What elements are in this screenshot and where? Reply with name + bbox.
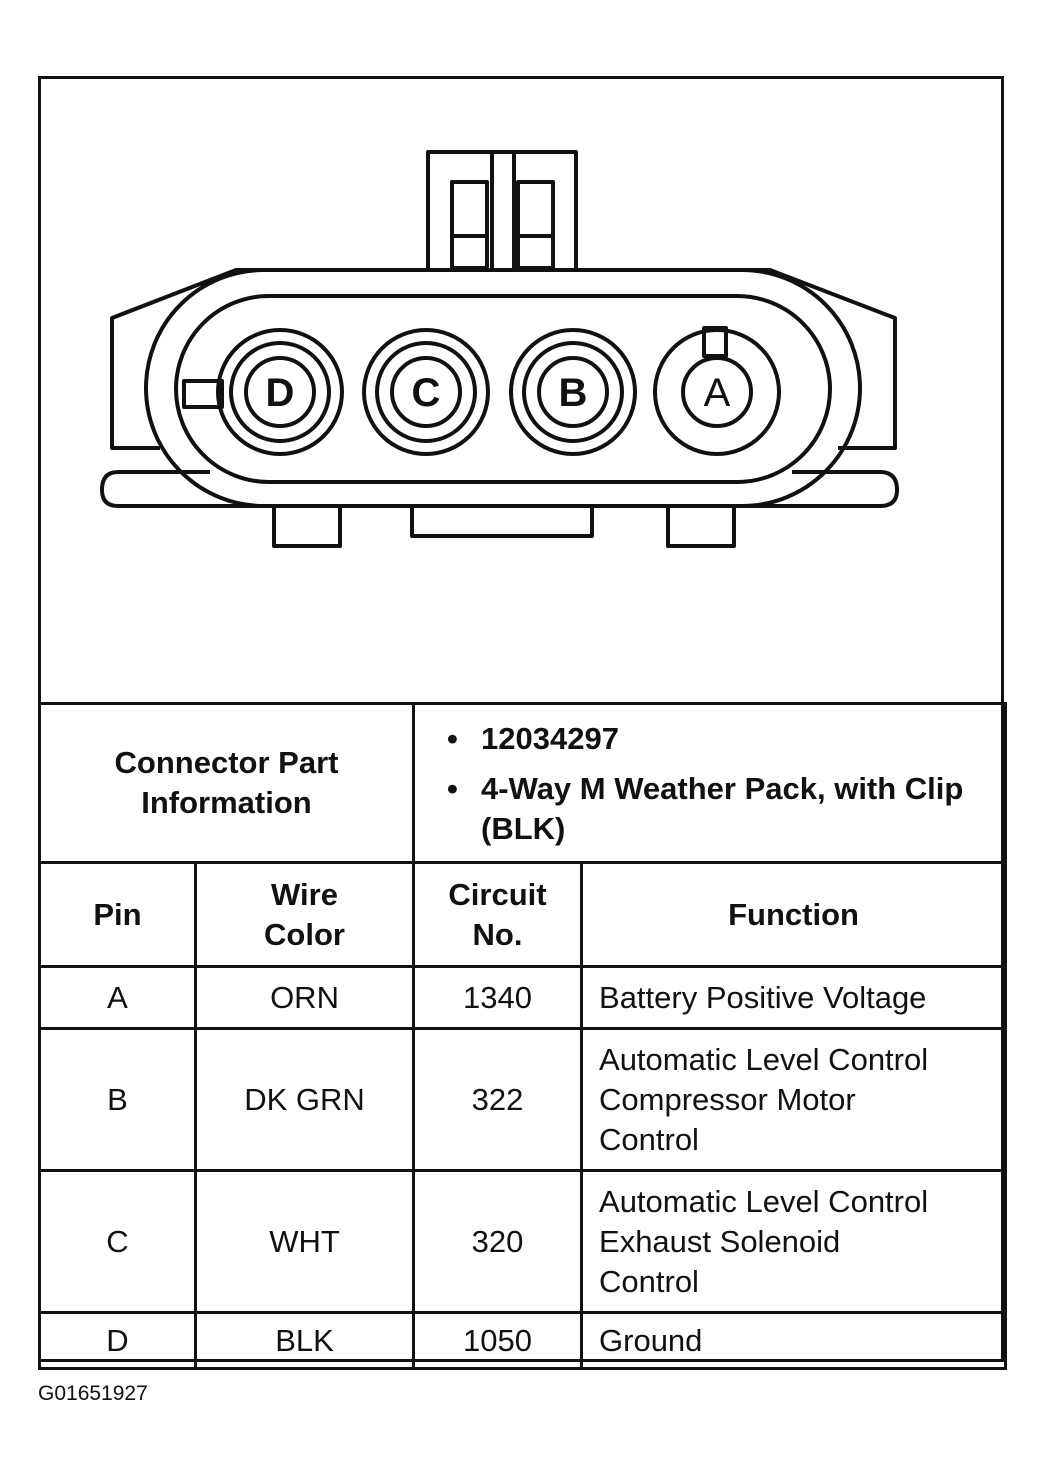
row-b-function-line2: Compressor Motor (599, 1081, 856, 1117)
row-d-pin: D (38, 1311, 197, 1370)
pin-housing-outer (144, 268, 862, 508)
pin-label-b: B (559, 371, 588, 415)
row-d-function: Ground (580, 1311, 1008, 1370)
key-notch-top (702, 326, 728, 358)
header-function: Function (580, 861, 1008, 968)
connector-latch (426, 150, 578, 272)
row-c-pin: C (38, 1169, 197, 1314)
connector-info-table: Connector Part Information 12034297 4-Wa… (37, 702, 1008, 1370)
row-c-function-line3: Control (599, 1263, 699, 1299)
row-b-circuit: 322 (412, 1027, 584, 1172)
part-info-value: 12034297 4-Way M Weather Pack, with Clip… (412, 702, 1008, 864)
row-b-color: DK GRN (193, 1027, 416, 1172)
pin-cavity-d: D (216, 328, 344, 456)
row-c-circuit: 320 (412, 1169, 584, 1314)
part-description: 4-Way M Weather Pack, with Clip (BLK) (447, 769, 994, 849)
pin-housing-inner (174, 294, 832, 484)
row-a-function-line1: Battery Positive Voltage (599, 979, 927, 1015)
row-d-circuit: 1050 (412, 1311, 584, 1370)
table-row: D BLK 1050 Ground (38, 1311, 1008, 1370)
table-row: B DK GRN 322 Automatic Level Control Com… (38, 1027, 1008, 1172)
header-circuit-line2: No. (472, 916, 523, 952)
row-c-function-line2: Exhaust Solenoid (599, 1223, 841, 1259)
part-number: 12034297 (447, 719, 994, 759)
row-b-function: Automatic Level Control Compressor Motor… (580, 1027, 1008, 1172)
header-circuit: Circuit No. (412, 861, 584, 968)
pin-cavity-c: C (362, 328, 490, 456)
row-b-function-line3: Control (599, 1121, 699, 1157)
header-pin: Pin (38, 861, 197, 968)
row-c-function: Automatic Level Control Exhaust Solenoid… (580, 1169, 1008, 1314)
row-a-color: ORN (193, 965, 416, 1030)
part-info-label-line2: Information (141, 785, 312, 820)
row-c-color: WHT (193, 1169, 416, 1314)
pin-label-d: D (266, 371, 295, 415)
row-c-function-line1: Automatic Level Control (599, 1183, 929, 1219)
row-a-function: Battery Positive Voltage (580, 965, 1008, 1030)
key-notch-left (182, 379, 224, 409)
pin-cavity-b: B (509, 328, 637, 456)
figure-id: G01651927 (38, 1382, 148, 1405)
row-a-circuit: 1340 (412, 965, 584, 1030)
header-circuit-line1: Circuit (448, 876, 547, 912)
part-info-row: Connector Part Information 12034297 4-Wa… (37, 702, 1008, 864)
connector-drawing: D C B A (100, 150, 899, 548)
row-d-function-line1: Ground (599, 1322, 703, 1358)
row-b-function-line1: Automatic Level Control (599, 1041, 929, 1077)
table-row: A ORN 1340 Battery Positive Voltage (38, 965, 1008, 1030)
header-function-text: Function (728, 896, 859, 932)
pin-cavity-a: A (653, 328, 781, 456)
part-info-label-line1: Connector Part (114, 745, 339, 780)
row-b-pin: B (38, 1027, 197, 1172)
header-pin-text: Pin (93, 896, 142, 932)
header-wire-color: Wire Color (193, 861, 416, 968)
pin-label-a: A (704, 371, 731, 415)
header-wire-color-line2: Color (264, 916, 345, 952)
row-a-pin: A (38, 965, 197, 1030)
pin-label-c: C (412, 371, 441, 415)
part-info-label: Connector Part Information (37, 702, 416, 864)
table-row: C WHT 320 Automatic Level Control Exhaus… (38, 1169, 1008, 1314)
table-header-row: Pin Wire Color Circuit No. Function (38, 861, 1008, 968)
header-wire-color-line1: Wire (271, 876, 338, 912)
row-d-color: BLK (193, 1311, 416, 1370)
connector-rail (100, 470, 899, 548)
